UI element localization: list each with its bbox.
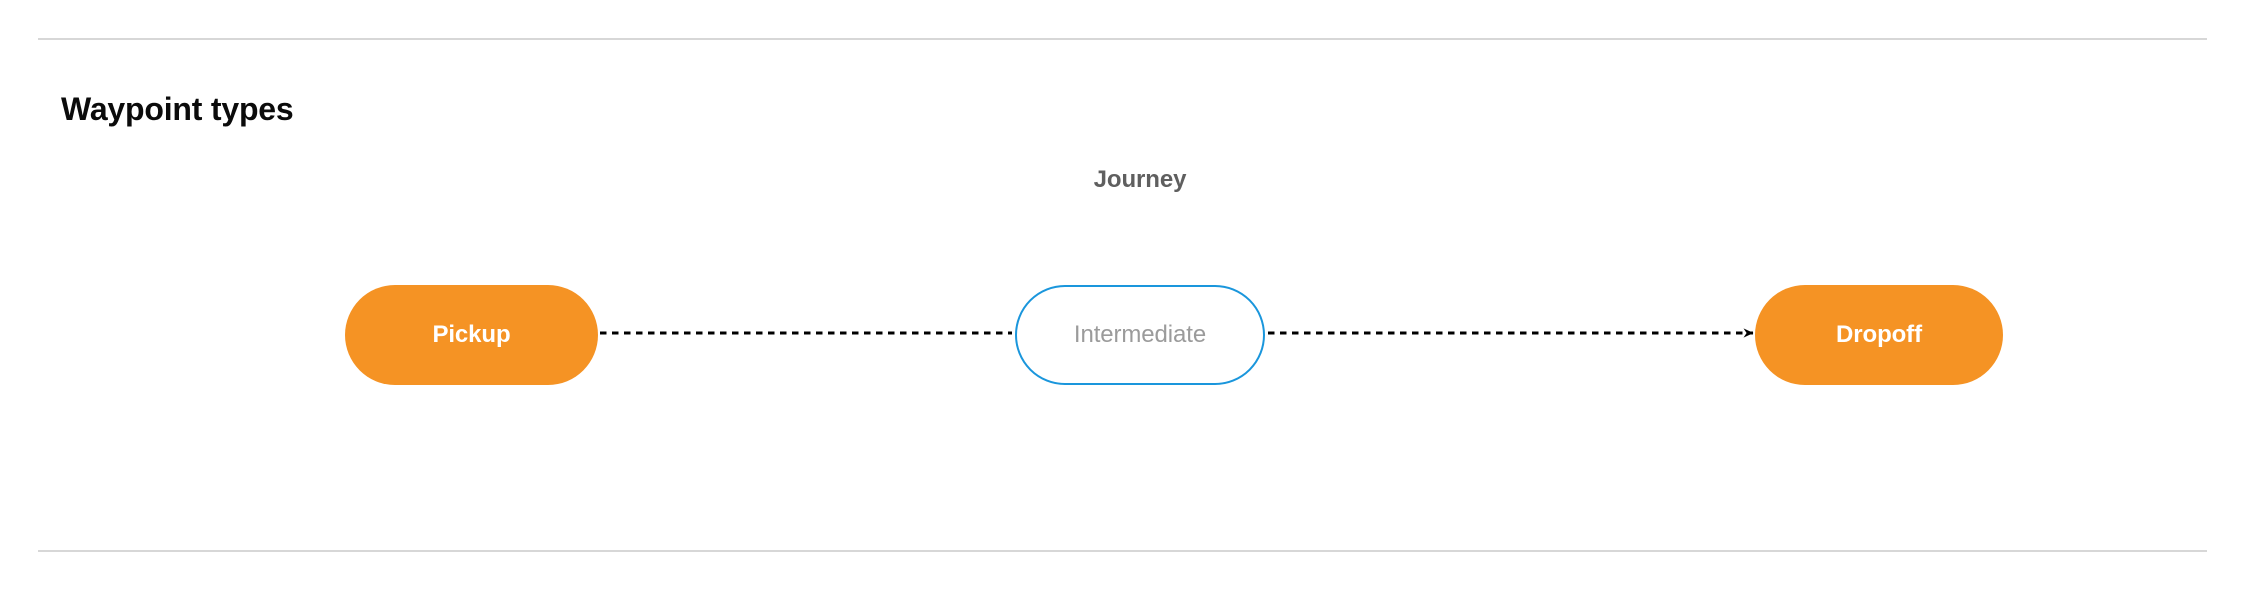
- diagram-node-intermediate-label: Intermediate: [1073, 321, 1207, 348]
- diagram-node-pickup-label: Pickup: [432, 321, 511, 348]
- section-divider-top: [38, 38, 2207, 40]
- cluster-label-journey: Journey: [1093, 166, 1187, 193]
- diagram-node-intermediate[interactable]: Intermediate: [1015, 285, 1265, 385]
- diagram-node-pickup[interactable]: Pickup: [345, 285, 598, 385]
- diagram-node-dropoff[interactable]: Dropoff: [1755, 285, 2003, 385]
- page-title: Waypoint types: [61, 90, 294, 127]
- diagram-node-dropoff-label: Dropoff: [1836, 321, 1922, 348]
- section-divider-bottom: [38, 550, 2207, 552]
